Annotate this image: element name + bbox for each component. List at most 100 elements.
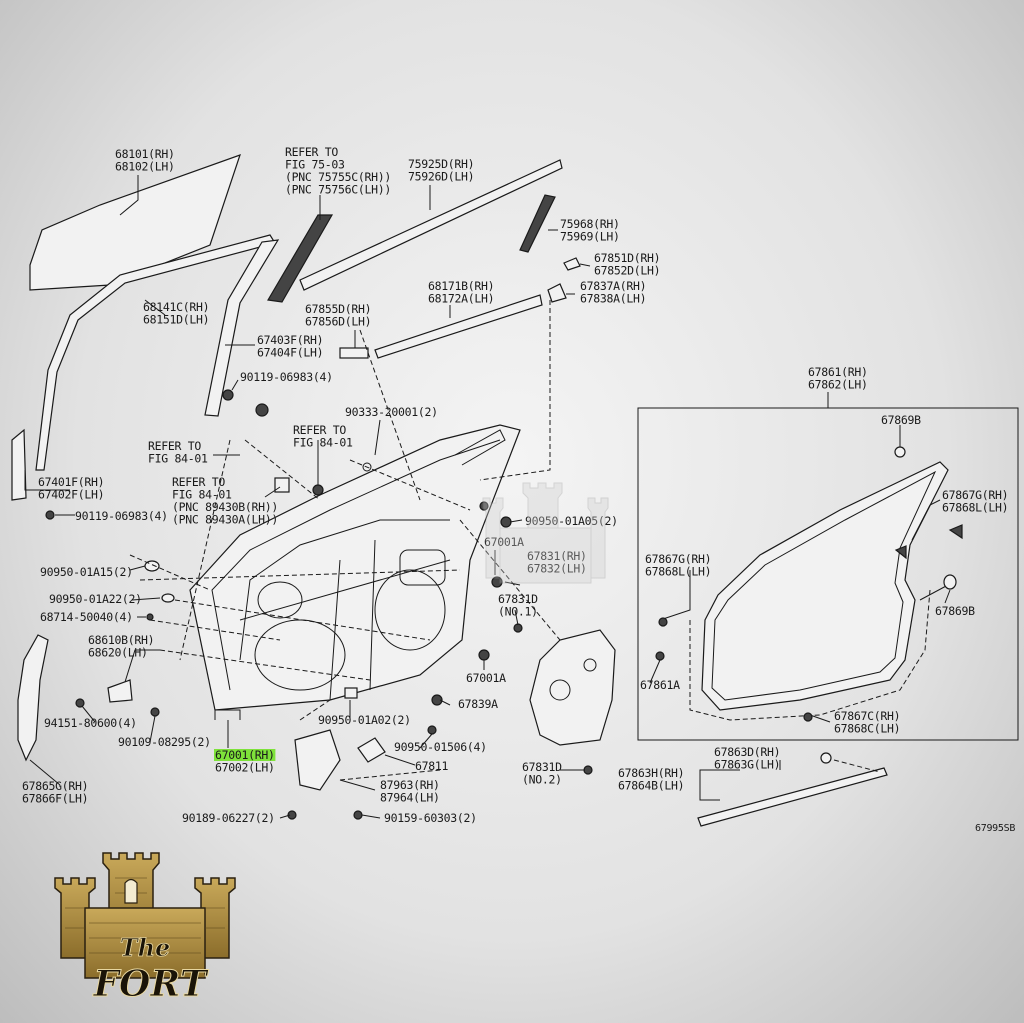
callout-line: 67861A — [640, 678, 680, 692]
callout-68171: 68171B(RH)68172A(LH) — [428, 279, 495, 306]
callout-line: 68171B(RH) — [428, 279, 494, 293]
callout-67839: 67839A — [458, 697, 498, 711]
front-door-panel — [189, 424, 521, 711]
callout-line: 67831D — [498, 592, 538, 606]
callout-line: 68151D(LH) — [143, 313, 209, 327]
callout-90109: 90109-08295(2) — [118, 735, 211, 749]
callout-67865: 67865G(RH)67866F(LH) — [22, 779, 89, 806]
callout-line: 67869B — [881, 413, 921, 427]
callout-line: 67404F(LH) — [257, 346, 323, 360]
callout-90950-15: 90950-01A15(2) — [40, 565, 133, 579]
callout-line: FIG 84-01 — [293, 436, 353, 450]
callout-67855: 67855D(RH)67856D(LH) — [305, 302, 372, 329]
callout-line: 68172A(LH) — [428, 292, 494, 306]
callout-67001: 67001(RH)67002(LH) — [214, 748, 276, 775]
door-glass — [29, 154, 241, 291]
callout-line: 87964(LH) — [380, 791, 440, 805]
callout-line: 67839A — [458, 697, 498, 711]
channel-67401 — [11, 428, 27, 501]
callout-line: (PNC 75756C(LH)) — [285, 183, 391, 197]
fasteners — [45, 389, 593, 820]
diagram-id: 67995SB — [975, 823, 1015, 834]
callout-line: 67868C(LH) — [834, 722, 900, 736]
callout-line: 75969(LH) — [560, 230, 620, 244]
callout-line: 67862(LH) — [808, 378, 868, 392]
callout-line: 90333-20001(2) — [345, 405, 438, 419]
callout-line: 67852D(LH) — [594, 264, 660, 278]
callout-67837: 67837A(RH)67838A(LH) — [580, 279, 647, 306]
callout-90159: 90159-60303(2) — [384, 811, 477, 825]
callout-line: 67867G(RH) — [645, 552, 711, 566]
callout-line: 90950-01A22(2) — [49, 592, 142, 606]
callout-line: 75925D(RH) — [408, 157, 474, 171]
callout-68610: 68610B(RH)68620(LH) — [88, 633, 155, 660]
pillar-garnish — [267, 214, 334, 303]
door-hinge — [107, 679, 133, 703]
callout-line: 67861(RH) — [808, 365, 868, 379]
callout-line: 67401F(RH) — [38, 475, 104, 489]
callout-line: FIG 84-01 — [148, 452, 208, 466]
callout-line: 67831D — [522, 760, 562, 774]
logo-line1: The — [120, 933, 171, 962]
callout-line: 90950-01506(4) — [394, 740, 487, 754]
callout-line: 67863G(LH) — [714, 758, 780, 772]
callout-line: 67832(LH) — [527, 562, 587, 576]
callout-68714: 68714-50040(4) — [40, 610, 133, 624]
watermark-castle — [482, 482, 609, 584]
callout-line: 67001(RH) — [215, 748, 275, 762]
callout-90950-05: 90950-01A05(2) — [525, 514, 618, 528]
callout-line: REFER TO — [172, 475, 225, 489]
callout-68141: 68141C(RH)68151D(LH) — [143, 300, 210, 327]
fort-logo: The FORT — [54, 852, 236, 1006]
callout-94151: 94151-80600(4) — [44, 716, 137, 730]
callout-line: 68102(LH) — [115, 160, 175, 174]
callout-line: 75968(RH) — [560, 217, 620, 231]
bracket-67837 — [547, 283, 567, 303]
rocker-weatherstrip — [697, 752, 888, 827]
callout-line: 67866F(LH) — [22, 792, 88, 806]
callout-line: 67868L(LH) — [942, 501, 1008, 515]
callout-67851: 67851D(RH)67852D(LH) — [594, 251, 661, 278]
callout-line: 67865G(RH) — [22, 779, 88, 793]
belt-moulding-upper — [299, 159, 563, 291]
callout-67831d1: 67831D(NO.1) — [498, 592, 538, 619]
callout-line: 90119-06983(4) — [75, 509, 168, 523]
callout-line: FIG 75-03 — [285, 158, 345, 172]
callout-90119a: 90119-06983(4) — [240, 370, 333, 384]
leader-lines — [24, 175, 591, 819]
service-hole-cover — [529, 629, 616, 746]
callout-line: (PNC 75755C(RH)) — [285, 170, 391, 184]
callout-line: 68714-50040(4) — [40, 610, 133, 624]
callout-line: 68141C(RH) — [143, 300, 209, 314]
belt-moulding-outer — [374, 294, 543, 359]
callout-line: 67851D(RH) — [594, 251, 660, 265]
callout-line: REFER TO — [285, 145, 338, 159]
callout-67867g-l: 67867G(RH)67868L(LH) — [645, 552, 712, 579]
callout-line: 68610B(RH) — [88, 633, 154, 647]
callout-line: 90109-08295(2) — [118, 735, 211, 749]
pad-67811 — [357, 737, 386, 763]
callout-line: 67867G(RH) — [942, 488, 1008, 502]
callout-67861a: 67861A — [640, 678, 680, 692]
callout-line: 67856D(LH) — [305, 315, 371, 329]
highlight-marker — [214, 749, 276, 761]
callout-line: 90189-06227(2) — [182, 811, 275, 825]
weatherstrip-clip — [339, 347, 369, 359]
callout-line: 67867C(RH) — [834, 709, 900, 723]
callout-line: 67402F(LH) — [38, 488, 104, 502]
callout-line: FIG 84-01 — [172, 488, 232, 502]
clip-67851 — [563, 257, 581, 271]
callout-90950-02: 90950-01A02(2) — [318, 713, 411, 727]
callout-line: 67864B(LH) — [618, 779, 684, 793]
callout-line: 67837A(RH) — [580, 279, 646, 293]
callout-line: 94151-80600(4) — [44, 716, 137, 730]
callout-67867c: 67867C(RH)67868C(LH) — [834, 709, 901, 736]
callout-line: 67001A — [466, 671, 506, 685]
callout-87963: 87963(RH)87964(LH) — [380, 778, 440, 805]
callout-line: 67863D(RH) — [714, 745, 780, 759]
callout-line: 67838A(LH) — [580, 292, 646, 306]
callout-line: 87963(RH) — [380, 778, 440, 792]
